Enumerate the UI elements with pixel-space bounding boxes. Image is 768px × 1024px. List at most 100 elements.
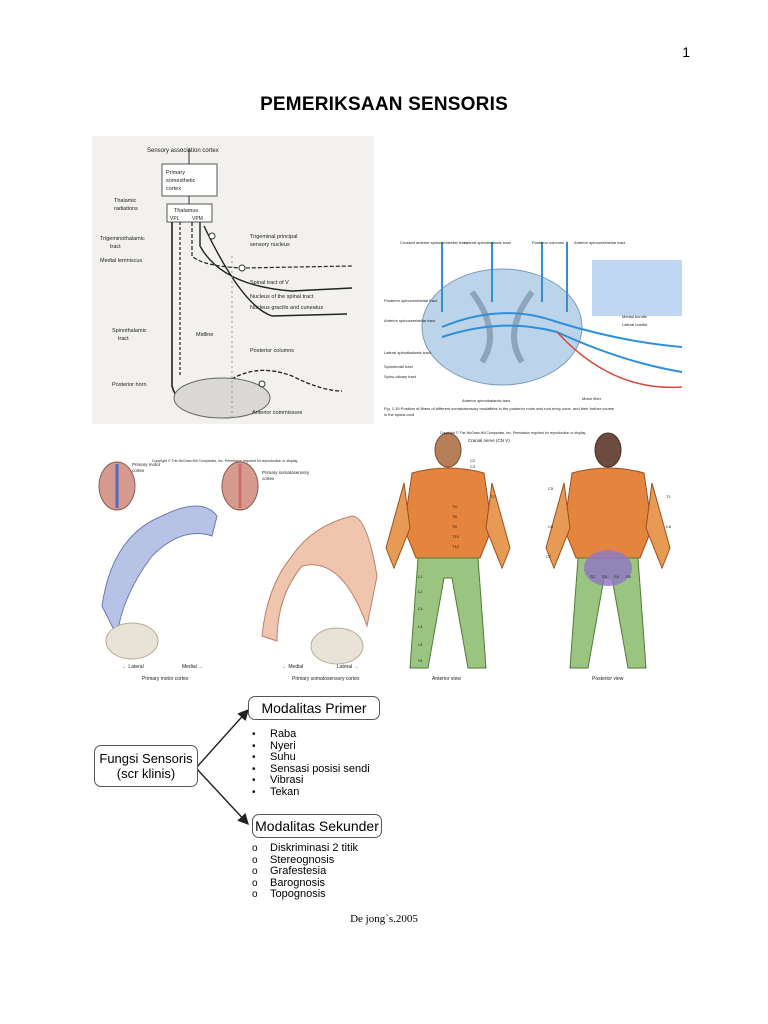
svg-text:L4: L4: [418, 624, 423, 629]
svg-text:S1: S1: [418, 658, 424, 663]
svg-text:VPM: VPM: [192, 216, 203, 222]
svg-text:Sensory association cortex: Sensory association cortex: [147, 148, 219, 154]
svg-text:Crossed anterior spinocerebell: Crossed anterior spinocerebellar tract: [400, 240, 468, 245]
svg-text:Trigeminal principal: Trigeminal principal: [250, 234, 297, 240]
svg-text:L3: L3: [418, 606, 423, 611]
list-item: Diskriminasi 2 titik: [252, 842, 358, 855]
svg-text:← Lateral: ← Lateral: [122, 664, 144, 670]
svg-text:Spino-olivary tract: Spino-olivary tract: [384, 374, 417, 379]
svg-text:L1: L1: [418, 574, 423, 579]
svg-text:cortex: cortex: [132, 468, 145, 473]
svg-text:cortex: cortex: [262, 476, 275, 481]
svg-text:Primary somatosensory: Primary somatosensory: [262, 470, 310, 475]
svg-text:Motor fiber: Motor fiber: [582, 396, 602, 401]
svg-text:Lateral spinothalamic tract: Lateral spinothalamic tract: [384, 350, 432, 355]
svg-text:C5: C5: [548, 486, 554, 491]
list-item: Grafestesia: [252, 865, 358, 878]
svg-text:somesthetic: somesthetic: [166, 178, 196, 184]
svg-text:Anterior view: Anterior view: [432, 676, 461, 682]
list-item: Suhu: [252, 751, 370, 764]
svg-text:Medial lemniscus: Medial lemniscus: [100, 258, 142, 264]
svg-text:Thalamic: Thalamic: [114, 198, 137, 204]
svg-text:Nucleus gracilis and cuneatus: Nucleus gracilis and cuneatus: [250, 305, 323, 311]
svg-text:Posterior spinocerebellar trac: Posterior spinocerebellar tract: [384, 298, 438, 303]
svg-text:tract: tract: [118, 336, 129, 342]
svg-text:Lateral bundle: Lateral bundle: [622, 322, 648, 327]
svg-text:Posterior view: Posterior view: [592, 676, 624, 682]
spinal-cord-figure: Crossed anterior spinocerebellar tract L…: [382, 222, 688, 434]
svg-text:Cranial nerve (CN V): Cranial nerve (CN V): [468, 438, 510, 443]
svg-text:T12: T12: [452, 544, 460, 549]
svg-text:Anterior commissure: Anterior commissure: [252, 410, 302, 416]
svg-text:Lateral →: Lateral →: [337, 664, 359, 670]
svg-text:Spinal tract of V: Spinal tract of V: [250, 280, 289, 286]
source-credit: De jong`s.2005: [350, 913, 418, 925]
diagram-arrows: [195, 708, 249, 826]
list-item: Tekan: [252, 786, 370, 799]
svg-text:Nucleus of the spinal tract: Nucleus of the spinal tract: [250, 294, 314, 300]
svg-text:in the spinal cord: in the spinal cord: [384, 412, 414, 417]
svg-text:T6: T6: [452, 514, 457, 519]
svg-text:← Medial: ← Medial: [282, 664, 303, 670]
svg-text:Primary: Primary: [166, 170, 185, 176]
svg-text:T8: T8: [452, 524, 457, 529]
svg-text:S5: S5: [626, 574, 632, 579]
svg-text:Spinothalamic: Spinothalamic: [112, 328, 147, 334]
svg-text:Copyright © The McGraw-Hill Co: Copyright © The McGraw-Hill Companies, I…: [440, 431, 586, 435]
list-item: Stereognosis: [252, 854, 358, 867]
svg-text:Medial bundle: Medial bundle: [622, 314, 648, 319]
svg-text:C7: C7: [546, 554, 552, 559]
svg-text:T4: T4: [452, 504, 457, 509]
sensory-pathway-figure: Sensory association cortex Primary somes…: [92, 136, 374, 424]
svg-text:Fig. 1.35 Position of fibers o: Fig. 1.35 Position of fibers of differen…: [384, 406, 615, 411]
list-item: Nyeri: [252, 740, 370, 753]
svg-text:T10: T10: [452, 534, 460, 539]
modalitas-sekunder-box: Modalitas Sekunder: [252, 814, 382, 838]
svg-text:C2: C2: [470, 458, 476, 463]
modalitas-primer-box: Modalitas Primer: [248, 696, 380, 720]
svg-text:Medial →: Medial →: [182, 664, 203, 670]
svg-text:radiations: radiations: [114, 206, 138, 212]
svg-text:Posterior columns: Posterior columns: [250, 348, 294, 354]
svg-text:Primary motor: Primary motor: [132, 462, 161, 467]
svg-text:T1: T1: [666, 494, 671, 499]
svg-text:tract: tract: [110, 244, 121, 250]
svg-text:Anterior spinocerebellar tract: Anterior spinocerebellar tract: [574, 240, 626, 245]
dermatome-figure: Copyright © The McGraw-Hill Companies, I…: [380, 428, 688, 686]
svg-text:S3: S3: [602, 574, 608, 579]
homunculus-figure: Primary motor cortex Primary somatosenso…: [92, 456, 380, 688]
svg-text:Posterior columns: Posterior columns: [532, 240, 564, 245]
svg-text:Thalamus: Thalamus: [174, 208, 198, 214]
svg-text:Trigeminothalamic: Trigeminothalamic: [100, 236, 145, 242]
list-item: Vibrasi: [252, 774, 370, 787]
svg-text:S4: S4: [614, 574, 620, 579]
svg-text:Midline: Midline: [196, 332, 213, 338]
fungsi-sensoris-box: Fungsi Sensoris (scr klinis): [94, 745, 198, 787]
svg-text:Posterior horn: Posterior horn: [112, 382, 147, 388]
svg-text:Anterior spinocerebellar tract: Anterior spinocerebellar tract: [384, 318, 436, 323]
svg-text:Primary somatosensory cortex: Primary somatosensory cortex: [292, 676, 360, 682]
svg-text:cortex: cortex: [166, 186, 181, 192]
svg-text:C3: C3: [470, 464, 476, 469]
svg-text:L5: L5: [418, 642, 423, 647]
svg-text:VPL: VPL: [170, 216, 180, 222]
list-item: Barognosis: [252, 877, 358, 890]
list-item: Sensasi posisi sendi: [252, 763, 370, 776]
primary-modalities-list: Raba Nyeri Suhu Sensasi posisi sendi Vib…: [252, 728, 370, 799]
list-item: Raba: [252, 728, 370, 741]
svg-text:C8: C8: [666, 524, 672, 529]
svg-text:sensory nucleus: sensory nucleus: [250, 242, 290, 248]
svg-text:T2: T2: [490, 494, 495, 499]
svg-text:C6: C6: [548, 524, 554, 529]
page-number: 1: [682, 44, 690, 60]
svg-text:Lateral spinothalamic tract: Lateral spinothalamic tract: [464, 240, 512, 245]
svg-text:Anterior spinothalamic tract: Anterior spinothalamic tract: [462, 398, 511, 403]
svg-text:L2: L2: [418, 589, 423, 594]
secondary-modalities-list: Diskriminasi 2 titik Stereognosis Grafes…: [252, 842, 358, 901]
svg-text:S2: S2: [590, 574, 596, 579]
page-title: PEMERIKSAAN SENSORIS: [260, 94, 508, 115]
svg-text:Spinotectal tract: Spinotectal tract: [384, 364, 414, 369]
list-item: Topognosis: [252, 888, 358, 901]
svg-text:Primary motor cortex: Primary motor cortex: [142, 676, 189, 682]
svg-text:Copyright © The McGraw-Hill Co: Copyright © The McGraw-Hill Companies, I…: [152, 459, 298, 463]
